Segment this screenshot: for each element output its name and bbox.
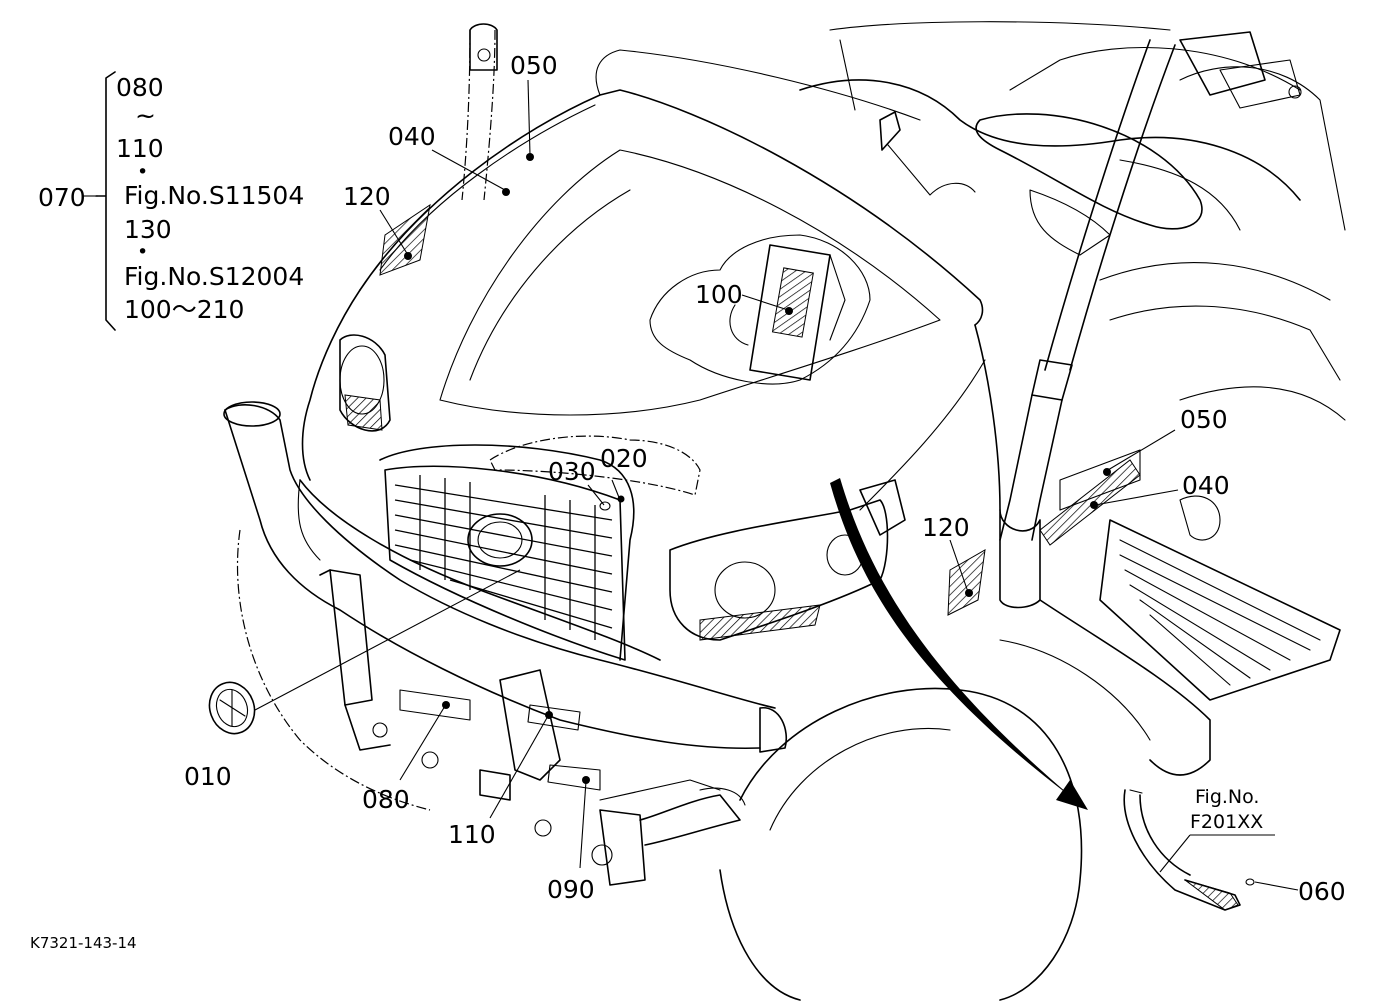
part-label-120-left: 120 xyxy=(343,182,391,211)
part-label-020: 020 xyxy=(600,444,648,473)
part-label-010: 010 xyxy=(184,762,232,791)
bracket-line-8: Fig.No.S12004 xyxy=(124,262,304,291)
part-label-050-top: 050 xyxy=(510,51,558,80)
part-label-040-right: 040 xyxy=(1182,471,1230,500)
drawing-code: K7321-143-14 xyxy=(30,934,137,952)
bracket-line-9: 100～210 xyxy=(124,295,244,324)
part-label-110: 110 xyxy=(448,820,496,849)
part-label-060: 060 xyxy=(1298,877,1346,906)
part-label-040-top: 040 xyxy=(388,122,436,151)
ref-note-line-2: F201XX xyxy=(1190,811,1263,833)
bracket-line-4: • xyxy=(137,161,148,183)
part-label-050-right: 050 xyxy=(1180,405,1228,434)
bracket-line-6: 130 xyxy=(124,215,172,244)
bracket-line-3: 110 xyxy=(116,134,164,163)
bracket-note: 070 080 ~ 110 • Fig.No.S11504 130 • Fig.… xyxy=(38,71,304,331)
part-label-120-right: 120 xyxy=(922,513,970,542)
leader-lines xyxy=(254,79,1299,891)
vehicle-drawing xyxy=(208,21,1346,1001)
ref-note-line-1: Fig.No. xyxy=(1195,786,1259,808)
bracket-label-070: 070 xyxy=(38,183,86,212)
part-labels: 050 040 120 100 030 020 050 040 120 010 … xyxy=(30,51,1346,952)
part-label-080: 080 xyxy=(362,785,410,814)
bracket-line-5: Fig.No.S11504 xyxy=(124,181,304,210)
part-label-090: 090 xyxy=(547,875,595,904)
bracket-line-7: • xyxy=(137,241,148,263)
part-label-030: 030 xyxy=(548,457,596,486)
bracket-line-2: ~ xyxy=(135,101,156,130)
part-label-100: 100 xyxy=(695,280,743,309)
bracket-line-1: 080 xyxy=(116,73,164,102)
